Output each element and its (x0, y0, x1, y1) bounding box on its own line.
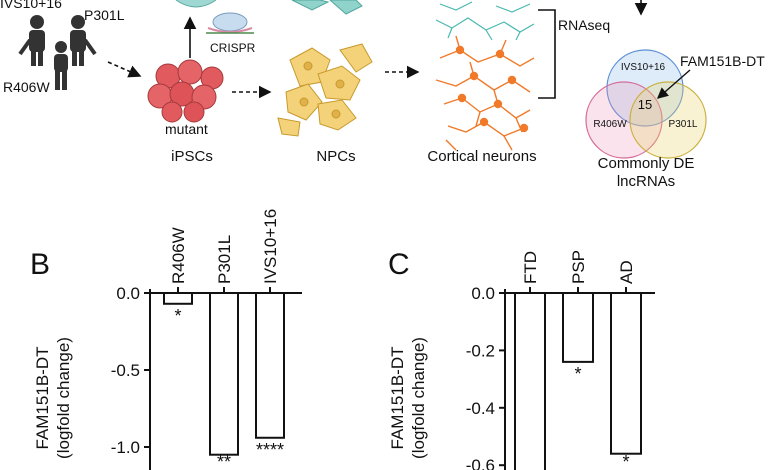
x-tick-label: IVS10+16 (261, 209, 280, 284)
venn-callout-arrow (656, 69, 691, 99)
y-axis-label: FAM151B-DT(logfold change) (388, 337, 428, 459)
schematic-panel: IVS10+16 P301L R406W mutant CRISPR (0, 0, 765, 190)
venn-label-ivs: IVS10+16 (621, 62, 666, 73)
venn-intersection-count: 15 (638, 97, 652, 112)
y-tick-label: 0.0 (116, 284, 140, 303)
venn-circle-p301l (629, 81, 707, 159)
y-axis-label-line2: (logfold change) (409, 337, 428, 459)
y-axis-label-line1: FAM151B-DT (388, 347, 407, 450)
rnaseq-label: RNAseq (558, 17, 610, 33)
chart-panel-b: 0.0 -0.5 -1.0 FAM151B-DT(logfold change) R40… (33, 209, 302, 470)
y-tick-label: -1.0 (111, 438, 140, 457)
y-tick-label: -0.4 (466, 399, 495, 418)
stage-label-neurons: Cortical neurons (427, 148, 536, 165)
x-tick-label: FTD (521, 251, 540, 284)
mutation-label-r406w: R406W (3, 79, 50, 95)
significance-marker: **** (256, 440, 284, 460)
y-tick-label: -0.6 (466, 456, 495, 470)
y-tick-label: 0.0 (471, 284, 495, 303)
isogenic-ipsc-edge-icon (175, 0, 217, 8)
venn-diagram (585, 49, 707, 159)
cortical-neurons-icon (435, 35, 535, 151)
bar-ivs1016 (255, 292, 285, 439)
y-axis-label-line1: FAM151B-DT (33, 347, 52, 450)
dashed-arrow-to-ipscs (107, 61, 142, 78)
bar-ad (610, 292, 642, 455)
isogenic-npc-edge-icon (291, 0, 363, 15)
isogenic-neurons-edge-icon (435, 1, 535, 41)
x-tick-label: AD (617, 260, 636, 284)
y-tick-label: -0.2 (466, 341, 495, 360)
x-tick-label: PSP (569, 250, 588, 284)
stage-label-ipscs: iPSCs (171, 148, 213, 165)
npc-cells-icon (277, 43, 373, 137)
mutation-label-ivs: IVS10+16 (0, 0, 62, 11)
rnaseq-bracket (538, 9, 556, 99)
bar-psp (562, 292, 594, 363)
stage-label-npcs: NPCs (316, 148, 355, 165)
crispr-label: CRISPR (210, 41, 256, 55)
y-axis-label-line2: (logfold change) (54, 337, 73, 459)
venn-label-p301l: P301L (669, 119, 698, 130)
bar-ftd (514, 292, 546, 470)
ipsc-cluster-icon (147, 59, 224, 123)
panel-letter-b: B (30, 248, 50, 281)
venn-circle-r406w (585, 81, 663, 159)
mutant-label: mutant (165, 121, 208, 137)
x-tick-label: R406W (169, 227, 188, 284)
x-tick-label: P301L (215, 235, 234, 284)
crispr-cas9-icon (206, 12, 254, 34)
significance-marker: * (574, 364, 581, 384)
mutation-label-p301l: P301L (84, 7, 125, 23)
venn-callout-label: FAM151B-DT (680, 53, 765, 69)
significance-marker: * (174, 306, 181, 326)
bar-r406w (163, 292, 193, 305)
venn-caption-line2: lncRNAs (617, 173, 675, 190)
bar-p301l (209, 292, 239, 456)
venn-label-r406w: R406W (593, 119, 627, 130)
y-axis-label: FAM151B-DT(logfold change) (33, 337, 73, 459)
venn-caption-line1: Commonly DE (598, 155, 695, 172)
family-pedigree-icon (18, 15, 97, 90)
chart-panel-c: 0.0 -0.2 -0.4 -0.6 FAM151B-DT(logfold change… (388, 250, 655, 470)
panel-letter-c: C (388, 248, 410, 281)
y-tick-label: -0.5 (111, 361, 140, 380)
significance-marker: * (622, 452, 629, 470)
significance-marker: ** (217, 452, 231, 470)
